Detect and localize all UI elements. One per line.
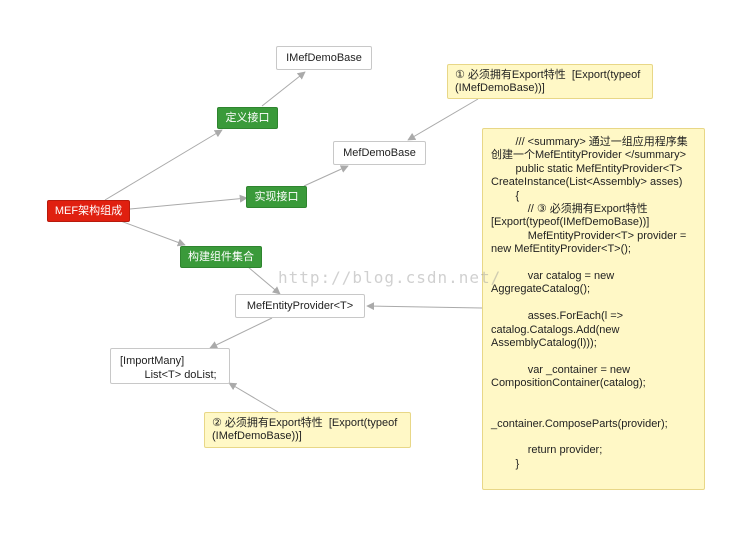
edge-root-build xyxy=(117,219,186,247)
node-define-interface[interactable]: 定义接口 xyxy=(217,107,278,129)
node-root[interactable]: MEF架构组成 xyxy=(47,200,130,222)
edge-root-implement xyxy=(129,194,248,210)
node-implement-interface[interactable]: 实现接口 xyxy=(246,186,307,208)
edge-implement-mefdemo xyxy=(303,165,349,187)
edge-provider-import xyxy=(209,317,273,349)
node-imefdemobase[interactable]: IMefDemoBase xyxy=(276,46,372,70)
node-provider[interactable]: MefEntityProvider<T> xyxy=(235,294,365,318)
edge-define-imef xyxy=(261,71,306,107)
edge-note2-import xyxy=(228,382,279,413)
export-note-2[interactable]: ② 必须拥有Export特性 [Export(typeof (IMefDemoB… xyxy=(204,412,411,448)
edge-note1-mefdemo xyxy=(407,98,479,141)
code-note[interactable]: /// <summary> 通过一组应用程序集创建一个MefEntityProv… xyxy=(482,128,705,490)
edge-build-provider xyxy=(247,266,281,295)
edge-code-provider xyxy=(366,302,483,311)
edge-root-define xyxy=(104,129,223,201)
export-note-1[interactable]: ① 必须拥有Export特性 [Export(typeof (IMefDemoB… xyxy=(447,64,653,99)
node-importmany[interactable]: [ImportMany] List<T> doList; xyxy=(110,348,230,384)
watermark-text: http://blog.csdn.net/ xyxy=(278,268,502,287)
node-build-catalog[interactable]: 构建组件集合 xyxy=(180,246,262,268)
node-mefdemobase[interactable]: MefDemoBase xyxy=(333,141,426,165)
